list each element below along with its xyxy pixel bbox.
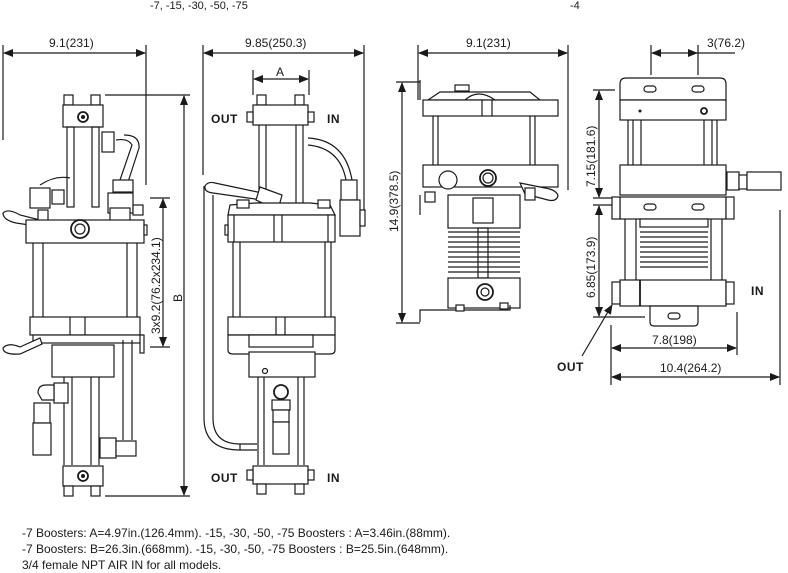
view1-side-view — [2, 45, 190, 497]
view4-lower-label: 6.85(173.9) — [584, 236, 598, 298]
models-header-left: -7, -15, -30, -50, -75 — [150, 0, 248, 12]
view2-front-view — [202, 45, 366, 495]
view1-width-label: 9.1(231) — [49, 36, 94, 50]
models-header-right: -4 — [570, 0, 580, 12]
view2-in-top-label: IN — [327, 112, 340, 126]
view3-width-label: 9.1(231) — [466, 36, 511, 50]
view4-base-label: 7.8(198) — [652, 333, 697, 347]
note-line: -7 Boosters: B=26.3in.(668mm). -15, -30,… — [22, 542, 449, 556]
view2-in-bottom-label: IN — [327, 471, 340, 485]
view4-in-label: IN — [751, 284, 764, 298]
view4-out-label: OUT — [557, 360, 584, 374]
view3-model4-front-view — [396, 45, 569, 324]
view4-overall-label: 10.4(264.2) — [660, 361, 722, 375]
notes-block: -7 Boosters: A=4.97in.(126.4mm). -15, -3… — [22, 525, 450, 573]
view2-out-top-label: OUT — [211, 112, 238, 126]
view4-upper-label: 7.15(181.6) — [584, 125, 598, 187]
view2-width-label: 9.85(250.3) — [245, 36, 307, 50]
cooling-fins — [448, 231, 520, 273]
note-line: -7 Boosters: A=4.97in.(126.4mm). -15, -3… — [22, 526, 451, 540]
view4-top-label: 3(76.2) — [707, 36, 746, 50]
side-cooling-fins — [640, 231, 708, 268]
view3-height-label: 14.9(378.5) — [387, 170, 401, 232]
view2-out-bottom-label: OUT — [211, 471, 238, 485]
view2-a-label: A — [276, 65, 285, 79]
view4-model4-side-view — [581, 45, 782, 385]
note-line: 3/4 female NPT AIR IN for all models. — [22, 558, 222, 572]
view1-cylinder-label: 3x9.2(76.2x234.1) — [149, 237, 163, 334]
view1-b-label: B — [171, 293, 185, 302]
